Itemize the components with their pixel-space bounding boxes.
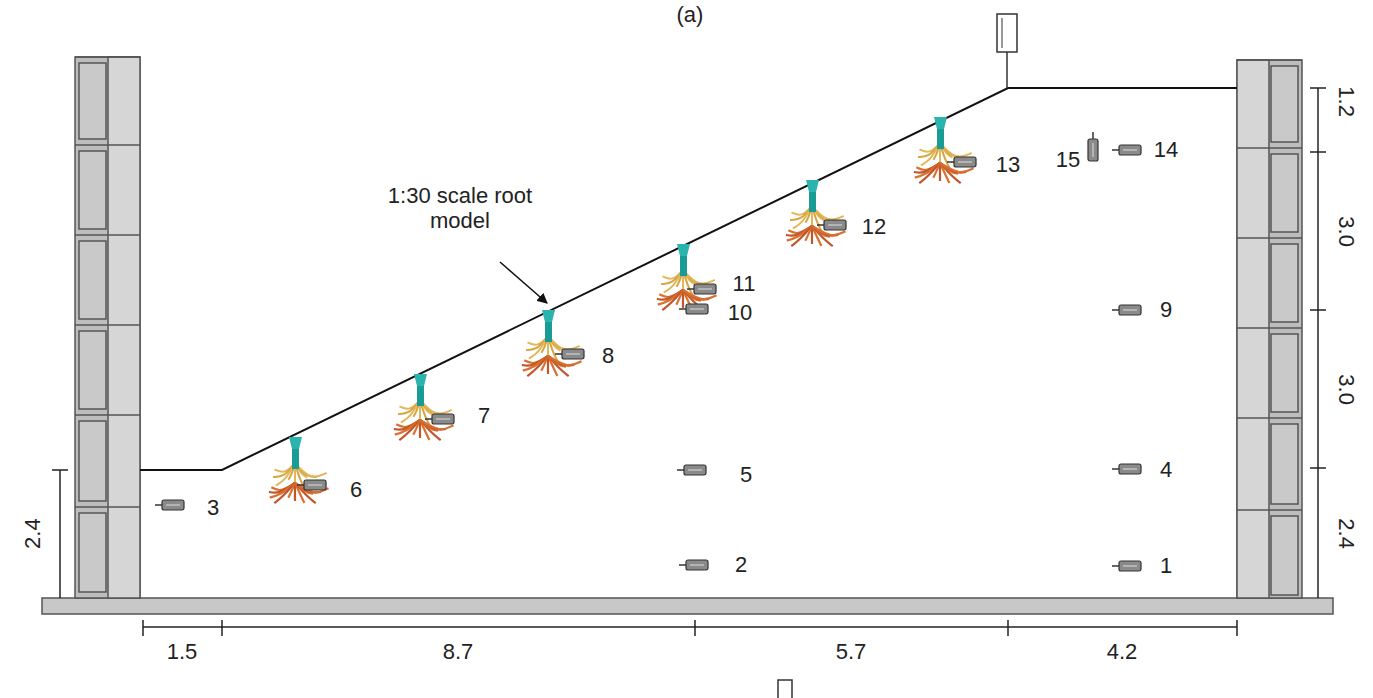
callout-number: 7	[478, 403, 490, 428]
sensors	[155, 132, 1141, 571]
callout-number: 14	[1154, 137, 1178, 162]
panel-label: (a)	[677, 2, 704, 27]
dimension-label: 1.2	[1333, 87, 1358, 118]
callout-number: 12	[862, 214, 886, 239]
callout-number: 6	[350, 477, 362, 502]
callout-number: 15	[1056, 147, 1080, 172]
leader-arrow	[500, 262, 547, 303]
base-plate	[42, 598, 1333, 614]
dimension-label: 8.7	[443, 639, 474, 664]
dimension-label: 3.0	[1333, 217, 1358, 248]
callout-number: 4	[1160, 457, 1172, 482]
gauge-symbol	[778, 680, 792, 698]
callout-number: 3	[207, 495, 219, 520]
dimension-label: 2.4	[19, 519, 44, 550]
callout-number: 8	[602, 343, 614, 368]
callout-number: 10	[728, 300, 752, 325]
slope-surface	[140, 88, 1237, 470]
dimension-label: 4.2	[1107, 639, 1138, 664]
dimension-label: 5.7	[836, 639, 867, 664]
callout-number: 2	[735, 552, 747, 577]
callout-number: 9	[1160, 297, 1172, 322]
root-models	[269, 117, 974, 503]
right-wall	[1237, 60, 1302, 598]
dimension-label: 2.4	[1333, 519, 1358, 550]
callout-number: 1	[1160, 553, 1172, 578]
callout-number: 5	[740, 462, 752, 487]
dimension-label: 1.5	[167, 639, 198, 664]
callout-number: 11	[733, 271, 756, 296]
left-wall	[75, 57, 140, 598]
annotation-text: 1:30 scale root model	[385, 183, 535, 234]
dimension-label: 3.0	[1333, 375, 1358, 406]
dimension-lines	[52, 88, 1326, 636]
displacement-gauge	[997, 14, 1017, 52]
callout-number: 13	[996, 152, 1020, 177]
